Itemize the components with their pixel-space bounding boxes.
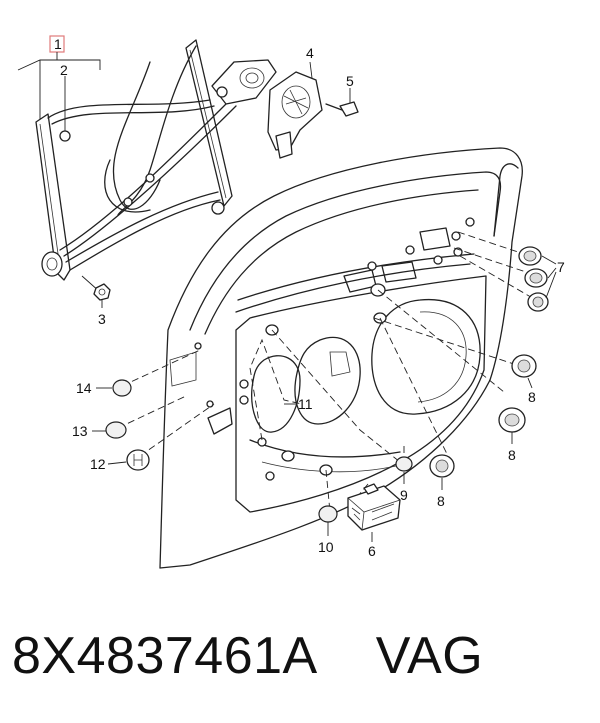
callout-6: 6 bbox=[368, 543, 376, 559]
callout-1-bracket bbox=[17, 52, 101, 120]
callout-3: 3 bbox=[98, 311, 106, 327]
grommets-part-7 bbox=[518, 246, 557, 312]
screw-part-5 bbox=[325, 88, 359, 117]
callout-8b: 8 bbox=[508, 447, 516, 463]
regulator-rail-right bbox=[185, 39, 233, 207]
part-number: 8X4837461A bbox=[12, 627, 318, 685]
callout-4: 4 bbox=[306, 45, 314, 61]
plug-part-9 bbox=[395, 456, 413, 484]
callout-10: 10 bbox=[318, 539, 334, 555]
grommets-part-8 bbox=[429, 354, 537, 490]
callout-8c: 8 bbox=[437, 493, 445, 509]
callout-2: 2 bbox=[60, 62, 68, 78]
grommet-part-12 bbox=[107, 449, 150, 471]
door-inner-panel bbox=[159, 147, 523, 569]
brand-name: VAG bbox=[375, 627, 484, 685]
callout-12: 12 bbox=[90, 456, 106, 472]
callout-9: 9 bbox=[400, 487, 408, 503]
callout-8a: 8 bbox=[528, 389, 536, 405]
callout-14: 14 bbox=[76, 380, 92, 396]
cap-part-14 bbox=[96, 379, 132, 397]
callout-11: 11 bbox=[298, 396, 313, 412]
window-regulator bbox=[17, 35, 277, 281]
control-module-part-6 bbox=[347, 483, 401, 542]
part-caption: 8X4837461A VAG bbox=[12, 626, 592, 696]
plug-part-10 bbox=[318, 505, 338, 536]
window-motor-part-4 bbox=[267, 61, 323, 159]
callout-7: 7 bbox=[557, 259, 565, 275]
callouts: 1 2 3 4 5 6 7 8 8 8 9 10 11 12 13 14 bbox=[54, 36, 565, 559]
callout-5: 5 bbox=[346, 73, 354, 89]
nut-upper bbox=[59, 130, 71, 142]
callout-1: 1 bbox=[54, 36, 62, 52]
cap-part-13 bbox=[92, 421, 127, 439]
leader-lines bbox=[117, 231, 537, 513]
callout-13: 13 bbox=[72, 423, 88, 439]
nut-part-3 bbox=[81, 275, 111, 308]
door-outline bbox=[159, 147, 523, 569]
